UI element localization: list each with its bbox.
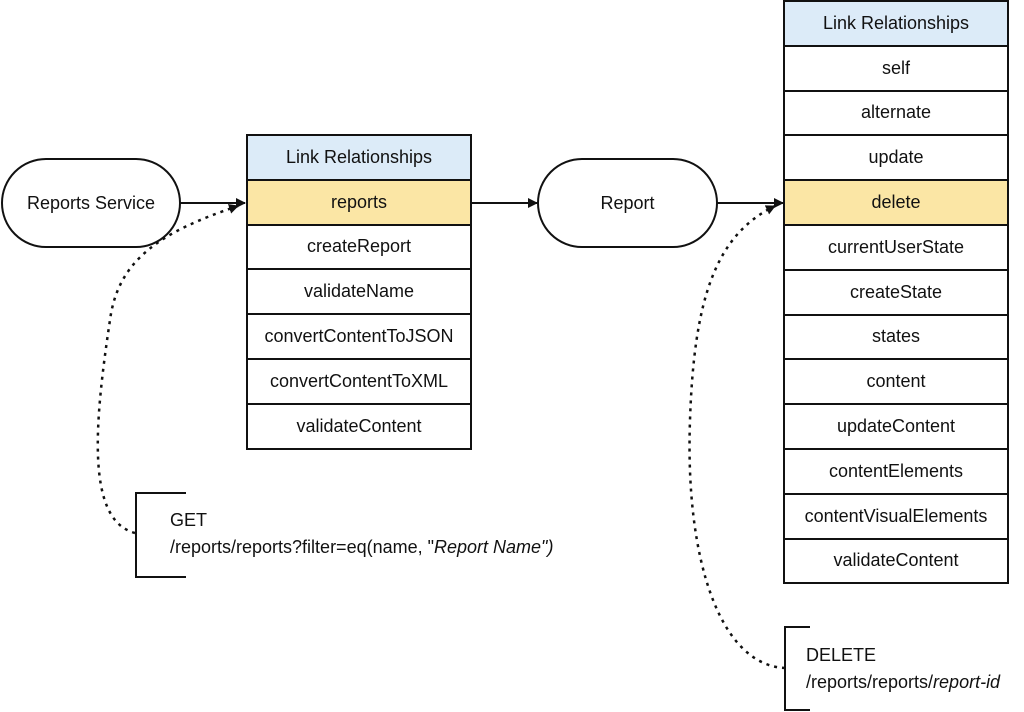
service-link-createReport: createReport	[248, 226, 470, 271]
report-link-contentElements: contentElements	[785, 450, 1007, 495]
delete-method-label: DELETE	[806, 645, 877, 665]
delete-request-note: DELETE /reports/reports/report-id	[806, 642, 1000, 696]
get-request-note: GET /reports/reports?filter=eq(name, "Re…	[170, 507, 553, 561]
service-link-table: Link Relationships reports createReport …	[246, 134, 472, 450]
delete-request-dotted-curve	[688, 204, 786, 670]
reports-service-node: Reports Service	[1, 158, 181, 248]
get-request-path: /reports/reports?filter=eq(name, "Report…	[170, 534, 553, 561]
service-link-convertContentToJSON: convertContentToJSON	[248, 315, 470, 360]
report-link-alternate: alternate	[785, 92, 1007, 137]
get-path-report-name: Report Name")	[434, 537, 554, 557]
report-link-table: Link Relationships self alternate update…	[783, 0, 1009, 585]
service-link-reports: reports	[248, 180, 470, 226]
report-link-states: states	[785, 316, 1007, 361]
delete-path-report-id: report-id	[933, 672, 1001, 692]
report-link-content: content	[785, 360, 1007, 406]
report-link-updateContent: updateContent	[785, 405, 1007, 450]
service-link-table-header: Link Relationships	[248, 136, 470, 181]
get-method-label: GET	[170, 510, 208, 530]
report-link-contentVisualElements: contentVisualElements	[785, 495, 1007, 540]
service-link-convertContentToXML: convertContentToXML	[248, 360, 470, 405]
delete-request-path: /reports/reports/report-id	[806, 669, 1000, 696]
get-path-prefix: /reports/reports?filter=eq(name, "	[170, 537, 435, 557]
report-link-self: self	[785, 47, 1007, 92]
service-link-validateContent: validateContent	[248, 405, 470, 450]
report-link-validateContent: validateContent	[785, 540, 1007, 585]
report-link-table-header: Link Relationships	[785, 2, 1007, 47]
get-request-dotted-curve	[96, 204, 239, 535]
report-node: Report	[537, 158, 718, 248]
report-link-createState: createState	[785, 271, 1007, 316]
report-label: Report	[600, 192, 655, 213]
report-link-update: update	[785, 136, 1007, 182]
report-link-delete: delete	[785, 181, 1007, 226]
reports-service-label: Reports Service	[26, 192, 156, 213]
report-link-currentUserState: currentUserState	[785, 226, 1007, 271]
get-note-bracket	[135, 492, 186, 578]
service-link-validateName: validateName	[248, 270, 470, 316]
delete-note-bracket	[784, 626, 810, 711]
delete-path-prefix: /reports/reports/	[806, 672, 934, 692]
